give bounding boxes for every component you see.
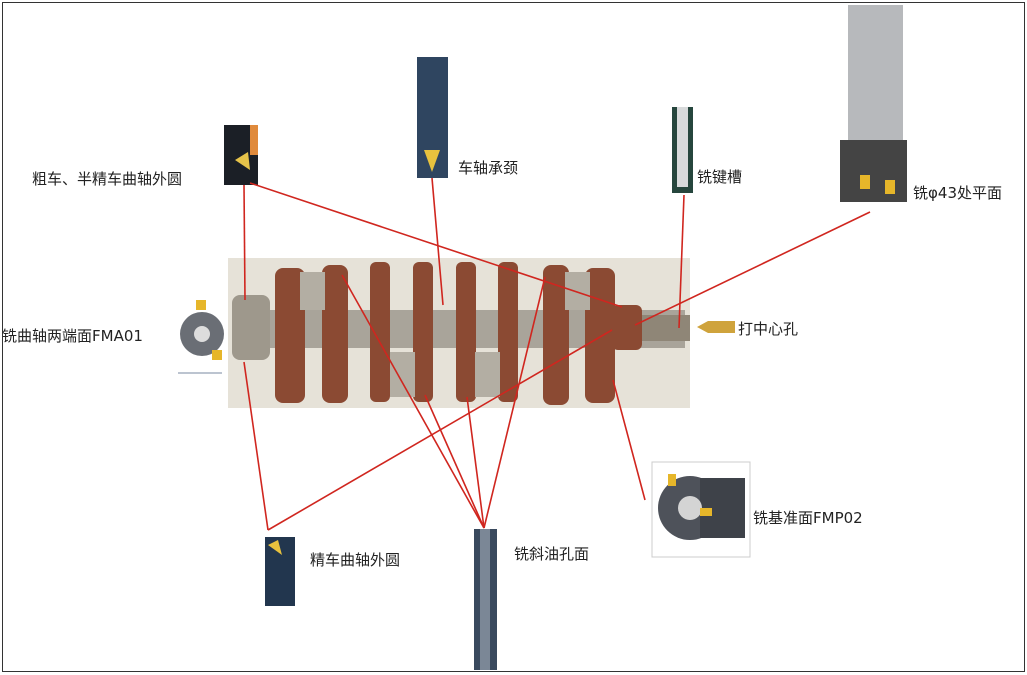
- tool-turn-journal-image: [417, 57, 448, 178]
- tool-finish-turn-image: [265, 537, 295, 606]
- label-finish-turn: 精车曲轴外圆: [310, 551, 401, 569]
- label-oil-hole: 铣斜油孔面: [514, 545, 590, 563]
- tool-endface-image: [178, 300, 224, 374]
- crankshaft-image: [228, 258, 690, 408]
- tool-datum-face-image: [651, 461, 751, 558]
- label-rough-turn: 粗车、半精车曲轴外圆: [32, 170, 183, 188]
- label-center-hole: 打中心孔: [738, 320, 799, 338]
- tool-keyway-image: [672, 107, 693, 193]
- label-mill-face43: 铣φ43处平面: [913, 184, 1002, 202]
- tool-oil-hole-drill-image: [474, 529, 497, 670]
- tool-center-drill-image: [697, 321, 735, 333]
- label-datum-face: 铣基准面FMP02: [753, 509, 863, 527]
- label-keyway: 铣键槽: [697, 168, 743, 186]
- label-end-faces: 铣曲轴两端面FMA01: [2, 327, 143, 345]
- connector-lines: [243, 177, 871, 531]
- tool-rough-turn-image: [224, 125, 258, 185]
- tool-face43-image: [840, 5, 907, 202]
- label-turn-journal: 车轴承颈: [458, 159, 519, 177]
